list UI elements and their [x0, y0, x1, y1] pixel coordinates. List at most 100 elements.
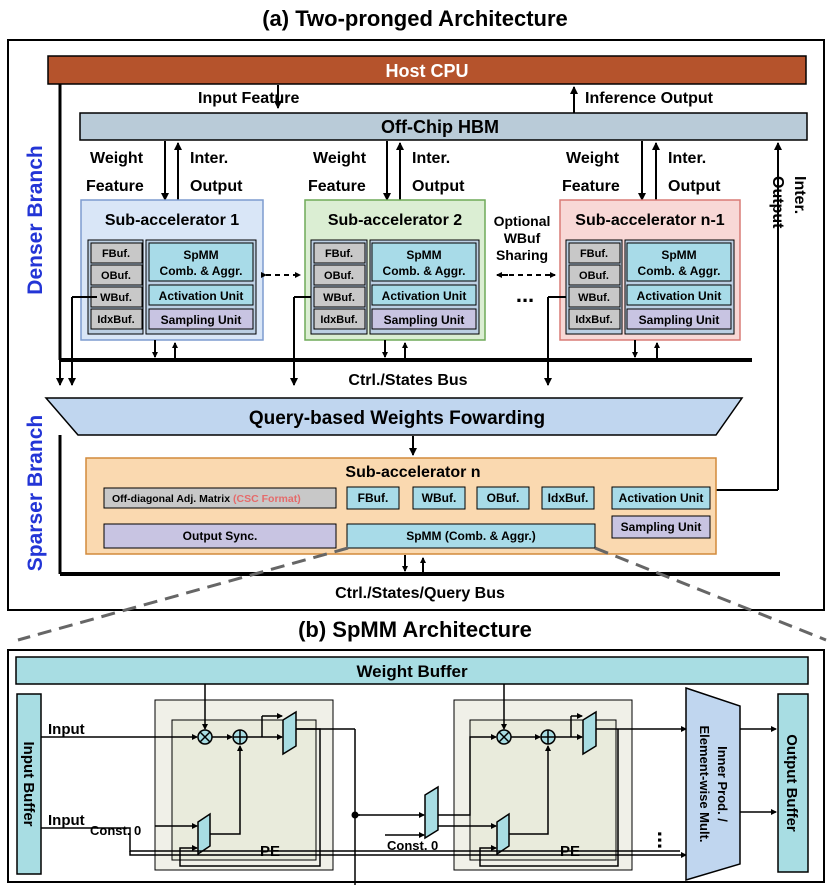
sub-accelerator-2: Sub-accelerator 2 FBuf. OBuf. WBuf. IdxB… [304, 199, 486, 341]
sampling-unit-2 [371, 308, 477, 330]
mux-icon-1b [197, 812, 211, 856]
svg-text:Feature: Feature [308, 178, 366, 195]
hbm-links-1: Weight Feature Inter. Output [86, 141, 243, 201]
ctrl-states-bus-label: Ctrl./States Bus [348, 372, 467, 389]
svg-text:Sampling Unit: Sampling Unit [384, 313, 465, 327]
activation-unit-1 [148, 284, 254, 306]
svg-text:Sampling Unit: Sampling Unit [621, 520, 702, 534]
right-inter-label: Inter. [791, 176, 808, 214]
input-label-1: Input [48, 721, 85, 738]
svg-text:Activation Unit: Activation Unit [637, 289, 722, 303]
output-buffer [777, 693, 809, 873]
output-sync [103, 523, 337, 549]
svg-text:FBuf.: FBuf. [102, 248, 130, 260]
svg-text:SpMM: SpMM [661, 248, 696, 262]
sparser-branch-label: Sparser Branch [24, 415, 47, 571]
qwf-label: Query-based Weights Fowarding [249, 408, 545, 429]
svg-text:Activation Unit: Activation Unit [619, 491, 704, 505]
svg-text:FBuf.: FBuf. [580, 248, 608, 260]
offdiag-matrix [103, 487, 337, 509]
hbm-links-2: Weight Feature Inter. Output [308, 141, 465, 201]
pe-2: PE [453, 699, 633, 871]
svg-text:OBuf.: OBuf. [579, 270, 609, 282]
svg-text:Inter.: Inter. [190, 150, 228, 167]
svg-text:Input Buffer: Input Buffer [20, 742, 37, 827]
fbuf-n [346, 486, 400, 510]
sub-accelerator-n: Sub-accelerator n Off-diagonal Adj. Matr… [85, 457, 717, 555]
svg-text:FBuf.: FBuf. [325, 248, 353, 260]
spmm-1 [148, 242, 254, 282]
wbuf-2 [313, 286, 366, 308]
svg-text:Sampling Unit: Sampling Unit [161, 313, 242, 327]
svg-text:Element-wise Mult.: Element-wise Mult. [697, 725, 712, 842]
svg-text:OBuf.: OBuf. [324, 270, 354, 282]
svg-text:Sub-accelerator n-1: Sub-accelerator n-1 [575, 212, 724, 229]
sub-accelerator-1: Sub-accelerator 1 FBuf. OBuf. WBuf. IdxB… [80, 199, 264, 341]
svg-text:Sampling Unit: Sampling Unit [639, 313, 720, 327]
hbm-links-3: Weight Feature Inter. Output [562, 141, 721, 201]
svg-text:SpMM (Comb. & Aggr.): SpMM (Comb. & Aggr.) [406, 529, 536, 543]
dots-label: ... [516, 282, 534, 307]
wbuf-share-label: WBuf [504, 230, 541, 246]
mux-icon-mid [424, 785, 439, 840]
svg-text:Off-diagonal Adj. Matrix(CSC F: Off-diagonal Adj. Matrix(CSC Format) [112, 493, 301, 505]
sampling-unit-3 [626, 308, 732, 330]
svg-text:Weight: Weight [313, 150, 367, 167]
hbm-label: Off-Chip HBM [381, 117, 499, 137]
idxbuf-3 [568, 308, 621, 330]
svg-text:Comb. & Aggr.: Comb. & Aggr. [383, 264, 466, 278]
fbuf-3 [568, 242, 621, 264]
sampling-unit-n [611, 515, 711, 539]
svg-text:WBuf.: WBuf. [422, 491, 457, 505]
activation-unit-3 [626, 284, 732, 306]
title-b: (b) SpMM Architecture [298, 617, 532, 642]
svg-text:IdxBuf.: IdxBuf. [97, 314, 134, 326]
svg-text:Output: Output [668, 178, 721, 195]
sharing-label: Sharing [496, 247, 548, 263]
svg-text:Activation Unit: Activation Unit [382, 289, 467, 303]
const0-label-2: Const. 0 [387, 838, 438, 853]
svg-text:Sub-accelerator 2: Sub-accelerator 2 [328, 212, 462, 229]
svg-text:Feature: Feature [562, 178, 620, 195]
svg-text:Comb. & Aggr.: Comb. & Aggr. [160, 264, 243, 278]
vertical-dots: ... [653, 831, 678, 849]
idxbuf-1 [90, 308, 143, 330]
svg-text:Sub-accelerator n: Sub-accelerator n [345, 464, 480, 481]
sub-accelerator-n-1: Sub-accelerator n-1 FBuf. OBuf. WBuf. Id… [559, 199, 741, 341]
svg-text:Feature: Feature [86, 178, 144, 195]
svg-text:Output Sync.: Output Sync. [183, 529, 258, 543]
obuf-2 [313, 264, 366, 286]
hbm-bar [79, 112, 808, 141]
svg-text:IdxBuf.: IdxBuf. [320, 314, 357, 326]
svg-text:Weight: Weight [566, 150, 620, 167]
svg-text:Inner Prod. /: Inner Prod. / [715, 746, 730, 822]
weight-buffer [15, 656, 809, 685]
svg-text:SpMM: SpMM [406, 248, 441, 262]
svg-text:Output: Output [190, 178, 243, 195]
input-feature-label: Input Feature [198, 90, 299, 107]
wbuf-3 [568, 286, 621, 308]
pe-1: PE [154, 699, 334, 871]
svg-text:Inter.: Inter. [412, 150, 450, 167]
denser-branch-label: Denser Branch [24, 145, 47, 294]
svg-text:OBuf.: OBuf. [101, 270, 131, 282]
mux-icon-2a [582, 710, 597, 756]
input-buffer [16, 693, 42, 875]
obuf-3 [568, 264, 621, 286]
spmm-2 [371, 242, 477, 282]
input-label-2: Input [48, 812, 85, 829]
title-a: (a) Two-pronged Architecture [262, 6, 568, 31]
svg-text:SpMM: SpMM [183, 248, 218, 262]
svg-text:Comb. & Aggr.: Comb. & Aggr. [638, 264, 721, 278]
svg-text:Weight: Weight [90, 150, 144, 167]
obuf-1 [90, 264, 143, 286]
svg-text:IdxBuf.: IdxBuf. [548, 491, 589, 505]
const0-label-1: Const. 0 [90, 823, 141, 838]
svg-text:Inter.: Inter. [668, 150, 706, 167]
activation-unit-n [611, 486, 711, 510]
host-cpu-bar [47, 55, 807, 85]
spmm-n [346, 523, 596, 549]
mux-icon-1a [282, 710, 297, 756]
optional-label: Optional [494, 213, 551, 229]
svg-text:OBuf.: OBuf. [487, 491, 520, 505]
